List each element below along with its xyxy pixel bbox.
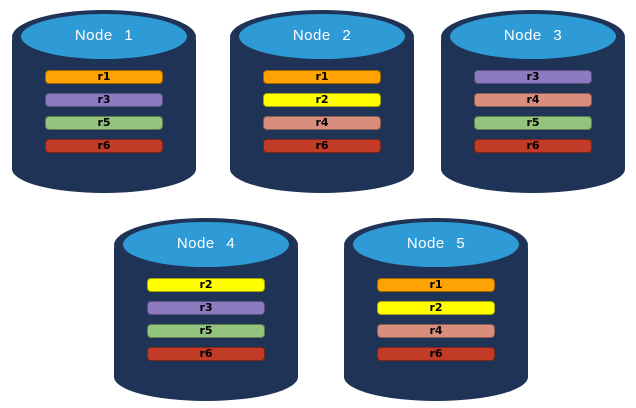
cylinder-top-rim: Node 1: [12, 10, 196, 64]
replica-bar: r1: [377, 278, 495, 292]
node-cylinder: Node 4 r2 r3 r5 r6: [114, 218, 298, 401]
node-cylinder: Node 2 r1 r2 r4 r6: [230, 10, 414, 193]
replica-bar: r2: [147, 278, 265, 292]
cylinder-top-rim: Node 2: [230, 10, 414, 64]
replica-bar: r5: [45, 116, 163, 130]
replica-list: r1 r2 r4 r6: [344, 278, 528, 361]
node-label: Node 5: [406, 235, 466, 252]
cylinder-top-face: Node 1: [21, 14, 187, 59]
replica-bar: r4: [474, 93, 592, 107]
cylinder-top-face: Node 2: [239, 14, 405, 59]
replica-list: r1 r2 r4 r6: [230, 70, 414, 153]
cylinder-top-face: Node 5: [353, 222, 519, 267]
replica-bar: r3: [45, 93, 163, 107]
replica-list: r3 r4 r5 r6: [441, 70, 625, 153]
replica-bar: r6: [377, 347, 495, 361]
replica-list: r1 r3 r5 r6: [12, 70, 196, 153]
cylinder-top-face: Node 4: [123, 222, 289, 267]
replica-bar: r3: [147, 301, 265, 315]
replica-bar: r4: [377, 324, 495, 338]
replica-bar: r6: [263, 139, 381, 153]
node-label: Node 3: [503, 27, 563, 44]
replica-bar: r2: [377, 301, 495, 315]
replica-bar: r1: [263, 70, 381, 84]
replica-bar: r5: [147, 324, 265, 338]
cylinder-top-rim: Node 3: [441, 10, 625, 64]
replica-bar: r6: [474, 139, 592, 153]
cylinder-top-rim: Node 5: [344, 218, 528, 272]
replica-bar: r3: [474, 70, 592, 84]
cylinder-top-face: Node 3: [450, 14, 616, 59]
node-cylinder: Node 5 r1 r2 r4 r6: [344, 218, 528, 401]
replica-bar: r5: [474, 116, 592, 130]
node-cylinder: Node 3 r3 r4 r5 r6: [441, 10, 625, 193]
replica-bar: r2: [263, 93, 381, 107]
node-cylinder: Node 1 r1 r3 r5 r6: [12, 10, 196, 193]
replica-bar: r6: [45, 139, 163, 153]
replica-bar: r6: [147, 347, 265, 361]
cylinder-top-rim: Node 4: [114, 218, 298, 272]
replica-list: r2 r3 r5 r6: [114, 278, 298, 361]
node-label: Node 4: [176, 235, 236, 252]
replica-bar: r4: [263, 116, 381, 130]
node-label: Node 2: [292, 27, 352, 44]
replica-bar: r1: [45, 70, 163, 84]
node-label: Node 1: [74, 27, 134, 44]
